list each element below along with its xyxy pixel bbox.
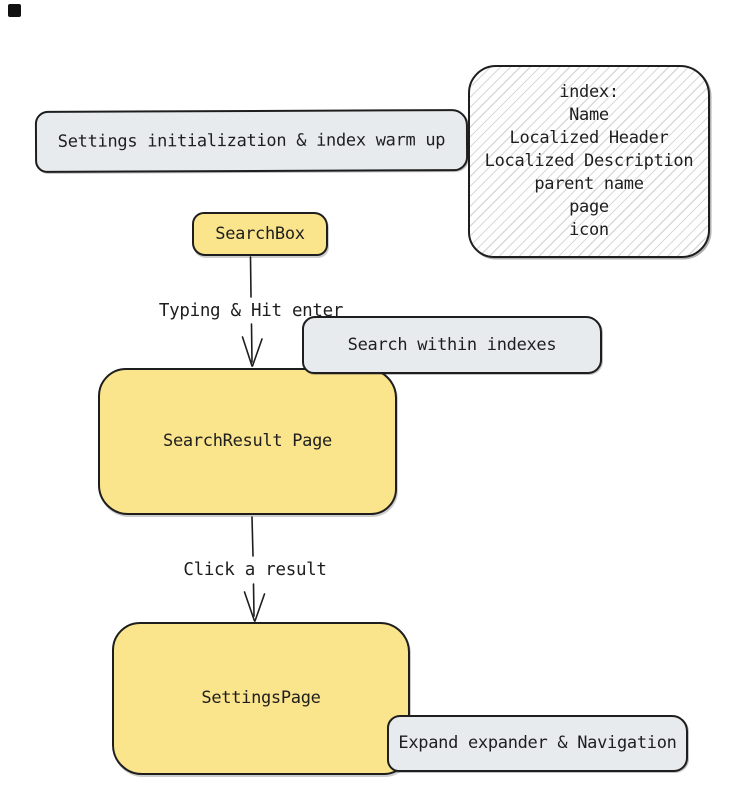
node-settingspage: SettingsPage — [112, 622, 410, 775]
node-searchresult-page-label: SearchResult Page — [163, 431, 332, 452]
node-expand-expander-navigation: Expand expander & Navigation — [387, 715, 688, 772]
index-note-line: index: — [559, 82, 619, 102]
index-note-line: Localized Description — [484, 151, 694, 171]
index-note-line: icon — [569, 220, 609, 240]
node-index-note: index: Name Localized Header Localized D… — [468, 65, 710, 258]
edge-label-click-a-result: Click a result — [183, 560, 327, 580]
node-search-within-indexes-label: Search within indexes — [347, 334, 557, 355]
index-note-line: page — [569, 197, 609, 217]
node-settingspage-label: SettingsPage — [201, 688, 321, 709]
edge-label-typing-hit-enter: Typing & Hit enter — [158, 301, 344, 321]
index-note-line: Localized Header — [509, 128, 669, 148]
index-note-line: Name — [569, 105, 609, 125]
index-note-line: parent name — [534, 174, 644, 194]
node-search-within-indexes: Search within indexes — [302, 316, 602, 374]
corner-mark — [8, 4, 21, 17]
node-settings-initialization-label: Settings initialization & index warm up — [57, 129, 446, 152]
node-searchresult-page: SearchResult Page — [98, 368, 397, 515]
node-settings-initialization: Settings initialization & index warm up — [34, 109, 469, 173]
node-searchbox: SearchBox — [192, 212, 328, 256]
node-expand-expander-navigation-label: Expand expander & Navigation — [398, 733, 677, 754]
node-searchbox-label: SearchBox — [215, 223, 305, 244]
